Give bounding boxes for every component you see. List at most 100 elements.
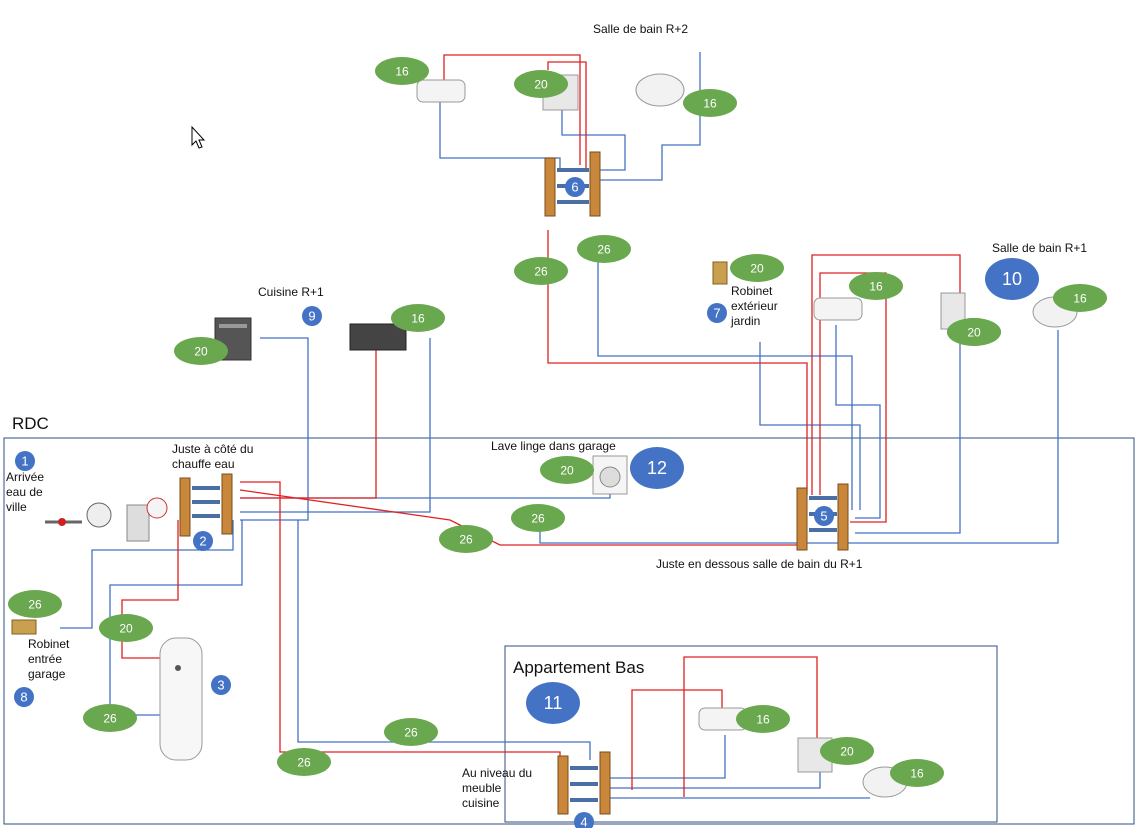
number-value: 2 bbox=[199, 534, 206, 549]
label-rdc: RDC bbox=[12, 414, 49, 433]
diameter-value: 26 bbox=[297, 756, 311, 770]
water-heater-icon bbox=[159, 637, 203, 761]
number-value: 11 bbox=[544, 693, 563, 713]
label-cuisine-r1: Cuisine R+1 bbox=[258, 285, 324, 299]
diameter-badge: 16 bbox=[736, 705, 790, 733]
diameter-badge: 20 bbox=[99, 614, 153, 642]
diameter-value: 20 bbox=[534, 78, 548, 92]
diameter-value: 20 bbox=[194, 345, 208, 359]
diameter-value: 20 bbox=[560, 464, 574, 478]
toilet-icon bbox=[635, 73, 685, 107]
diameter-badge: 20 bbox=[820, 737, 874, 765]
number-value: 7 bbox=[713, 306, 720, 321]
diameter-badge: 20 bbox=[514, 70, 568, 98]
diameter-badge: 16 bbox=[391, 304, 445, 332]
number-badge: 5 bbox=[814, 506, 834, 526]
diameter-badge: 26 bbox=[439, 525, 493, 553]
number-badge: 1 bbox=[15, 451, 35, 471]
valve-icon bbox=[45, 518, 82, 526]
number-value: 10 bbox=[1002, 269, 1022, 289]
diameter-badge: 26 bbox=[83, 704, 137, 732]
diameter-badge: 16 bbox=[375, 57, 429, 85]
label-robinet-garage: Robinet entrée garage bbox=[28, 637, 70, 681]
rdc-frame bbox=[3, 437, 1135, 825]
number-badge: 2 bbox=[193, 531, 213, 551]
diameter-badge: 16 bbox=[890, 759, 944, 787]
diameter-value: 20 bbox=[750, 262, 764, 276]
label-sdb-r2: Salle de bain R+2 bbox=[593, 22, 689, 36]
diameter-value: 16 bbox=[756, 713, 770, 727]
cursor-icon bbox=[191, 125, 206, 149]
manifold-2 bbox=[179, 473, 233, 537]
kitchen-sink-icon bbox=[349, 323, 407, 351]
diameter-value: 26 bbox=[534, 265, 548, 279]
number-badge: 6 bbox=[565, 177, 585, 197]
number-value: 6 bbox=[571, 180, 578, 195]
washing-machine-icon bbox=[592, 455, 628, 495]
number-badge: 12 bbox=[630, 447, 684, 489]
diameter-badge: 20 bbox=[947, 318, 1001, 346]
label-arrivee: Arrivée eau de ville bbox=[6, 470, 45, 514]
sink-icon bbox=[416, 79, 466, 103]
label-lave-linge: Lave linge dans garage bbox=[491, 439, 616, 453]
number-badge: 4 bbox=[574, 812, 594, 828]
faucet-jardin-icon bbox=[712, 261, 728, 285]
diameter-value: 26 bbox=[28, 598, 42, 612]
number-value: 5 bbox=[820, 509, 827, 524]
label-robinet-jardin: Robinet extérieur jardin bbox=[731, 284, 778, 328]
diameter-badge: 26 bbox=[577, 235, 631, 263]
number-value: 12 bbox=[647, 458, 667, 478]
number-value: 9 bbox=[308, 309, 315, 324]
label-chauffe-eau: Juste à côté du chauffe eau bbox=[172, 442, 254, 471]
label-sdb-r1: Salle de bain R+1 bbox=[992, 241, 1088, 255]
diameter-value: 16 bbox=[910, 767, 924, 781]
faucet-garage-icon bbox=[11, 619, 37, 635]
label-meuble-cuisine: Au niveau du meuble cuisine bbox=[462, 766, 533, 810]
label-appartement: Appartement Bas bbox=[513, 658, 645, 677]
diameter-badge: 20 bbox=[540, 456, 594, 484]
number-badge: 9 bbox=[302, 306, 322, 326]
diameter-value: 20 bbox=[119, 622, 133, 636]
number-value: 3 bbox=[217, 678, 224, 693]
appartement-frame bbox=[504, 645, 998, 823]
diameter-value: 20 bbox=[967, 326, 981, 340]
number-badge: 11 bbox=[526, 682, 580, 724]
diameter-badge: 26 bbox=[514, 257, 568, 285]
diameter-value: 16 bbox=[395, 65, 409, 79]
diameter-value: 16 bbox=[1073, 292, 1087, 306]
water-meter-icon bbox=[86, 502, 112, 528]
diameter-value: 26 bbox=[459, 533, 473, 547]
diameter-badge: 26 bbox=[8, 590, 62, 618]
diameter-badges: 1620201626262016201620162026262026262626… bbox=[8, 57, 1107, 787]
pressure-reducer-icon bbox=[126, 497, 168, 542]
number-badge: 3 bbox=[211, 675, 231, 695]
diameter-badge: 26 bbox=[511, 504, 565, 532]
diameter-value: 26 bbox=[103, 712, 117, 726]
diameter-value: 26 bbox=[531, 512, 545, 526]
diameter-badge: 16 bbox=[683, 89, 737, 117]
diameter-badge: 26 bbox=[384, 718, 438, 746]
number-badge: 8 bbox=[14, 687, 34, 707]
number-value: 8 bbox=[20, 690, 27, 705]
diameter-badge: 20 bbox=[174, 337, 228, 365]
diameter-value: 16 bbox=[869, 280, 883, 294]
diameter-value: 26 bbox=[404, 726, 418, 740]
number-value: 4 bbox=[580, 815, 587, 828]
diameter-value: 16 bbox=[703, 97, 717, 111]
diameter-value: 16 bbox=[411, 312, 425, 326]
number-badge: 10 bbox=[985, 258, 1039, 300]
manifold-4 bbox=[557, 751, 611, 815]
diameter-badge: 16 bbox=[1053, 284, 1107, 312]
diameter-badge: 20 bbox=[730, 254, 784, 282]
sink-r1-icon bbox=[813, 297, 863, 321]
diameter-badge: 16 bbox=[849, 272, 903, 300]
diameter-badge: 26 bbox=[277, 748, 331, 776]
cold-pipes bbox=[60, 52, 1059, 799]
diameter-value: 26 bbox=[597, 243, 611, 257]
number-badge: 7 bbox=[707, 303, 727, 323]
number-value: 1 bbox=[21, 454, 28, 469]
diameter-value: 20 bbox=[840, 745, 854, 759]
label-dessous-sdb: Juste en dessous salle de bain du R+1 bbox=[656, 557, 863, 571]
